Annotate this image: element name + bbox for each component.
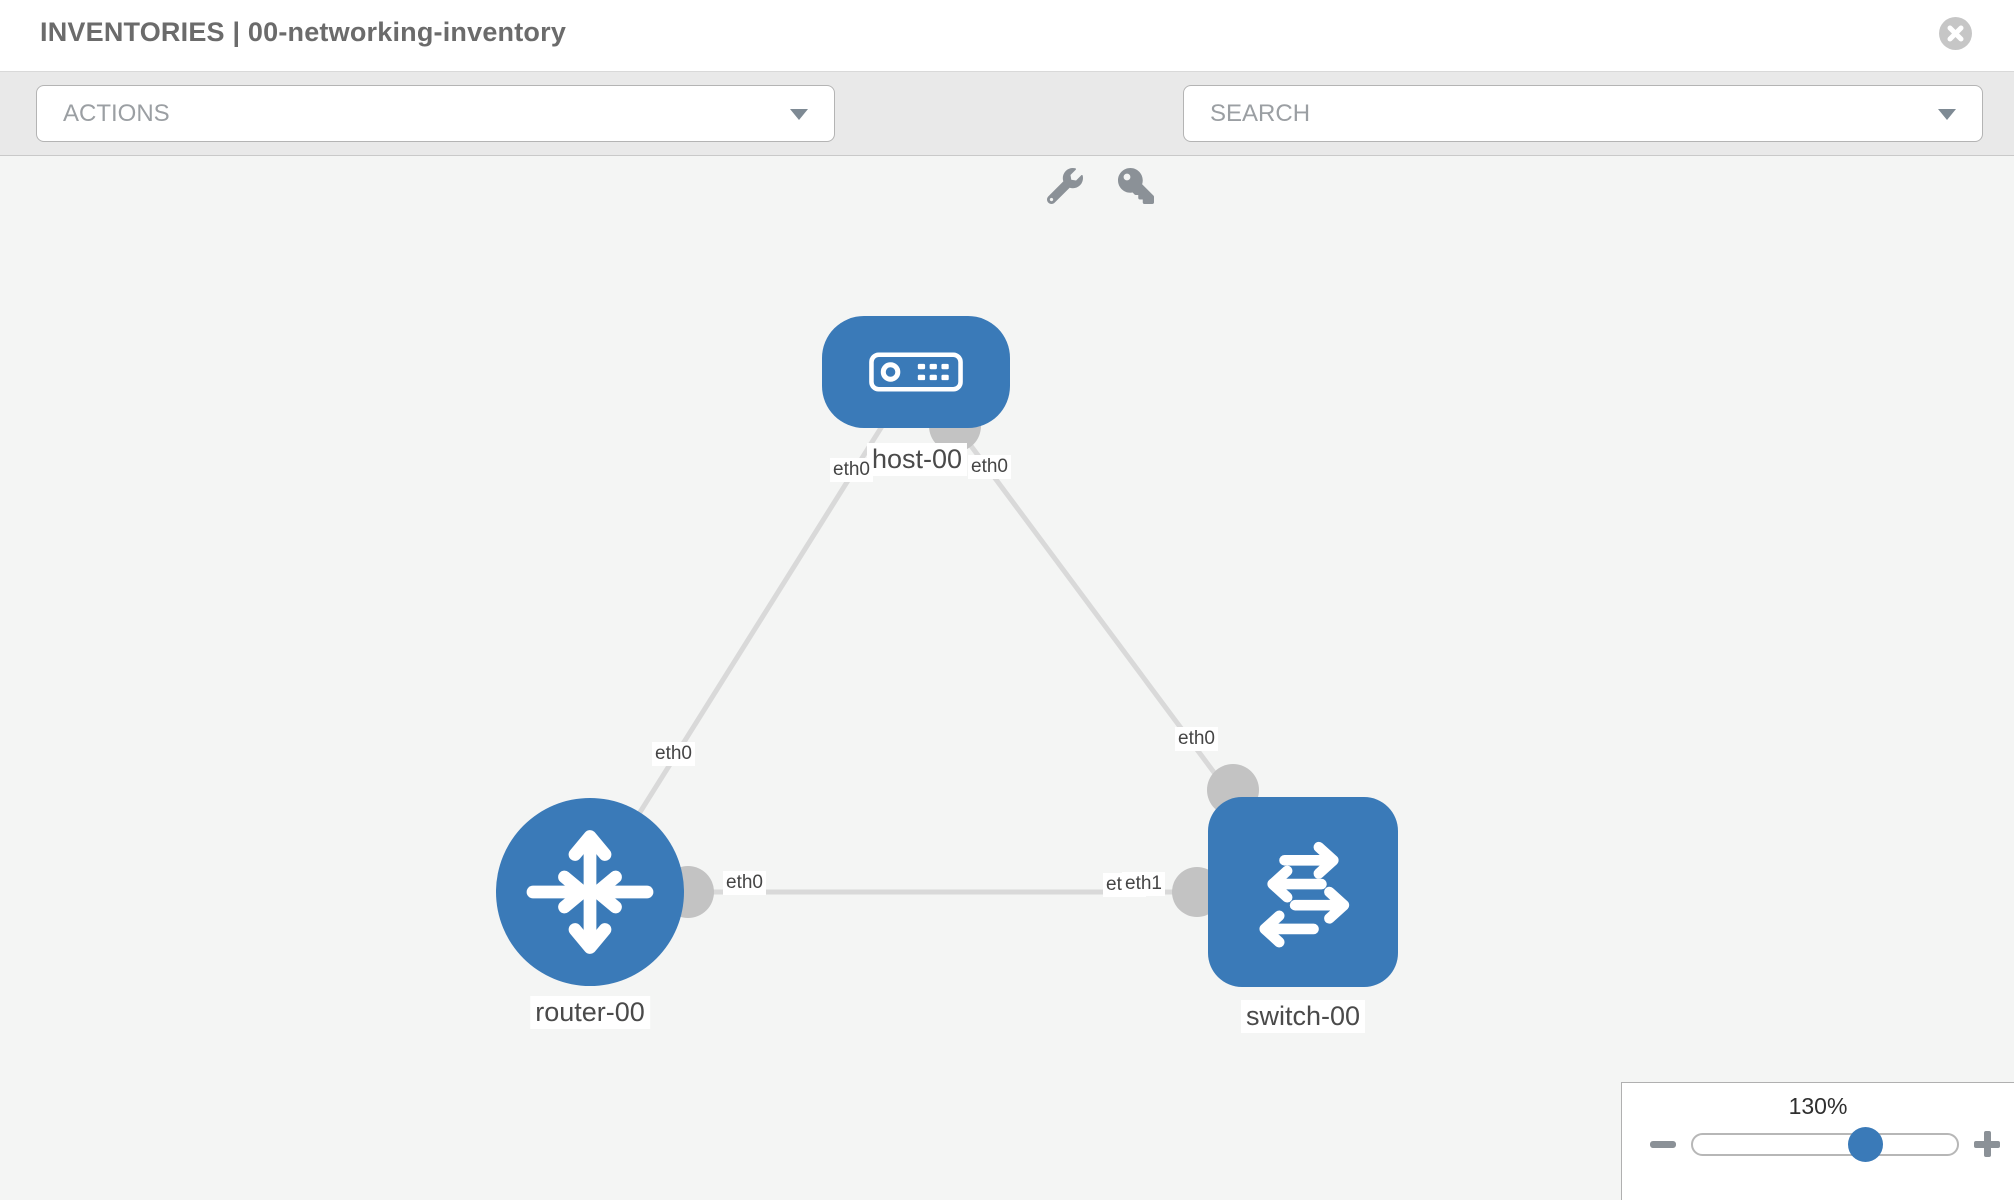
actions-dropdown-label: ACTIONS (63, 100, 170, 127)
node-label-switch: switch-00 (1240, 1000, 1366, 1033)
router-icon (526, 830, 654, 954)
node-router-00[interactable] (496, 798, 684, 986)
tools-button[interactable] (1046, 168, 1083, 205)
node-switch-00[interactable] (1208, 797, 1398, 987)
plus-icon (1984, 1131, 1991, 1157)
chevron-down-icon (790, 109, 808, 120)
interface-label: eth1 (1122, 872, 1165, 896)
topology-canvas[interactable] (0, 156, 2014, 1200)
search-chevron-down-icon (1938, 109, 1956, 120)
wrench-icon (1046, 168, 1083, 205)
zoom-value: 130% (1788, 1093, 1848, 1119)
zoom-slider-track[interactable] (1691, 1127, 1959, 1162)
search-box (1183, 85, 1983, 142)
zoom-slider-thumb[interactable] (1848, 1127, 1883, 1162)
interface-label: eth0 (968, 455, 1011, 479)
node-label-host: host-00 (866, 443, 968, 476)
toolbar: ACTIONS (0, 72, 2014, 205)
zoom-panel: 130% (1621, 1082, 2014, 1200)
zoom-in-button[interactable] (1974, 1131, 2000, 1157)
zoom-out-button[interactable] (1650, 1141, 1676, 1148)
credentials-button[interactable] (1118, 168, 1154, 204)
interface-label: eth0 (652, 742, 695, 766)
node-label-router: router-00 (530, 996, 650, 1029)
key-icon (1118, 168, 1154, 204)
switch-icon (1259, 841, 1350, 948)
interface-label: eth0 (723, 871, 766, 895)
actions-dropdown[interactable]: ACTIONS (36, 85, 835, 142)
search-input[interactable] (1184, 86, 1924, 141)
interface-label: eth0 (1175, 727, 1218, 751)
node-host-00[interactable] (822, 316, 1010, 428)
close-button[interactable] (1939, 17, 1972, 50)
interface-label: eth0 (830, 458, 873, 482)
page-title: INVENTORIES | 00-networking-inventory (40, 17, 567, 47)
app-header: INVENTORIES | 00-networking-inventory (0, 0, 2014, 72)
close-icon (1947, 25, 1964, 42)
host-icon (869, 352, 963, 392)
